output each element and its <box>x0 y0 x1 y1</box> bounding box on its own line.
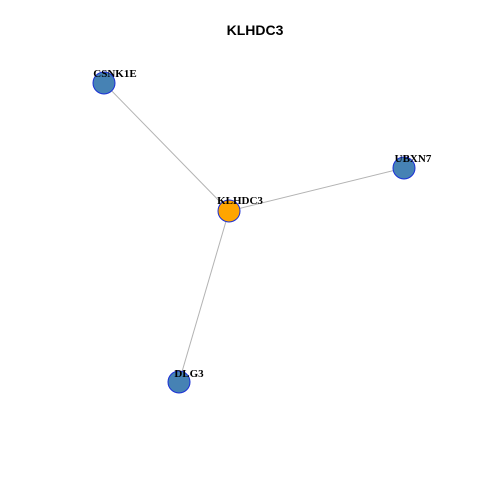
edge-klhdc3-ubxn7 <box>228 167 405 212</box>
node-label-dlg3: DLG3 <box>174 368 204 380</box>
node-circle-csnk1e[interactable] <box>92 71 116 95</box>
node-circle-ubxn7[interactable] <box>392 156 416 180</box>
edge-klhdc3-dlg3 <box>178 210 230 383</box>
edges-layer <box>103 82 405 383</box>
node-csnk1e[interactable]: CSNK1E <box>92 68 137 95</box>
node-label-klhdc3: KLHDC3 <box>217 195 263 207</box>
node-ubxn7[interactable]: UBXN7 <box>392 153 432 180</box>
edge-klhdc3-csnk1e <box>103 82 230 212</box>
nodes-layer: CSNK1E UBXN7 DLG3 KLHDC3 <box>92 68 432 394</box>
node-circle-klhdc3[interactable] <box>217 199 241 223</box>
node-klhdc3[interactable]: KLHDC3 <box>217 195 263 223</box>
node-label-csnk1e: CSNK1E <box>93 68 136 80</box>
node-dlg3[interactable]: DLG3 <box>167 368 204 394</box>
node-circle-dlg3[interactable] <box>167 370 191 394</box>
diagram-title: KLHDC3 <box>227 22 284 38</box>
node-label-ubxn7: UBXN7 <box>395 153 432 165</box>
